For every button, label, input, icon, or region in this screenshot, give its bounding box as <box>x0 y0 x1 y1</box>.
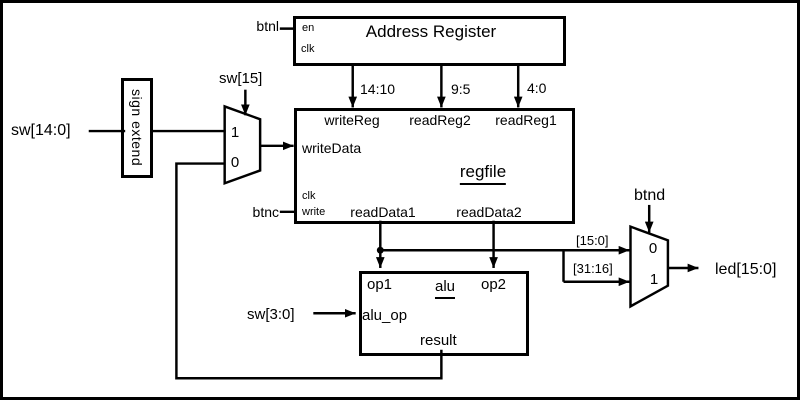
writemux-input0-label: 0 <box>230 154 240 171</box>
regfile-readdata2-pin-label: readData2 <box>456 204 522 220</box>
regfile-readreg1-pin-label: readReg1 <box>495 112 557 128</box>
diagram-wires-layer <box>88 27 699 380</box>
regfile-block <box>294 108 575 224</box>
ledmux-input1-label: 1 <box>649 271 659 288</box>
sign-extend-label: sign extend <box>129 89 145 167</box>
btnc-signal-label: btnc <box>252 204 279 220</box>
sw3-0-signal-label: sw[3:0] <box>247 306 295 323</box>
bus-label-4-0: 4:0 <box>527 80 547 96</box>
ledmux-input0-label: 0 <box>648 240 658 257</box>
regfile-write-pin-label: write <box>302 206 326 218</box>
alu-op1-pin-label: op1 <box>367 276 393 293</box>
junction-dot <box>376 246 384 254</box>
writemux-input1-label: 1 <box>230 124 240 141</box>
sw14-0-signal-label: sw[14:0] <box>11 122 71 139</box>
addrreg-en-pin-label: en <box>302 22 315 34</box>
alu-op2-pin-label: op2 <box>481 276 507 293</box>
sign-extend-block: sign extend <box>121 78 153 178</box>
led15-0-signal-label: led[15:0] <box>715 261 777 278</box>
led-mux-shape <box>629 224 670 309</box>
write-data-mux-shape <box>223 104 262 186</box>
address-register-title: Address Register <box>365 22 497 41</box>
regfile-writereg-pin-label: writeReg <box>324 112 380 128</box>
address-register-block <box>293 16 566 66</box>
bus-label-14-10: 14:10 <box>360 81 396 97</box>
sw15-select-label: sw[15] <box>219 70 263 87</box>
btnl-signal-label: btnl <box>256 18 279 34</box>
addrreg-clk-pin-label: clk <box>301 43 315 55</box>
regfile-title: regfile <box>459 162 507 185</box>
bus-label-15-0: [15:0] <box>576 233 609 248</box>
alu-block <box>359 271 529 356</box>
bus-label-9-5: 9:5 <box>451 81 471 97</box>
alu-result-pin-label: result <box>420 332 457 349</box>
bus-label-31-16: [31:16] <box>573 261 613 276</box>
alu-aluop-pin-label: alu_op <box>362 307 408 324</box>
btnd-select-label: btnd <box>634 187 666 204</box>
regfile-readreg2-pin-label: readReg2 <box>409 112 471 128</box>
regfile-writedata-pin-label: writeData <box>302 140 362 156</box>
wire-result-feedback-loop <box>175 162 443 380</box>
regfile-clk-pin-label: clk <box>302 190 316 202</box>
regfile-readdata1-pin-label: readData1 <box>350 204 416 220</box>
alu-title: alu <box>434 278 456 299</box>
